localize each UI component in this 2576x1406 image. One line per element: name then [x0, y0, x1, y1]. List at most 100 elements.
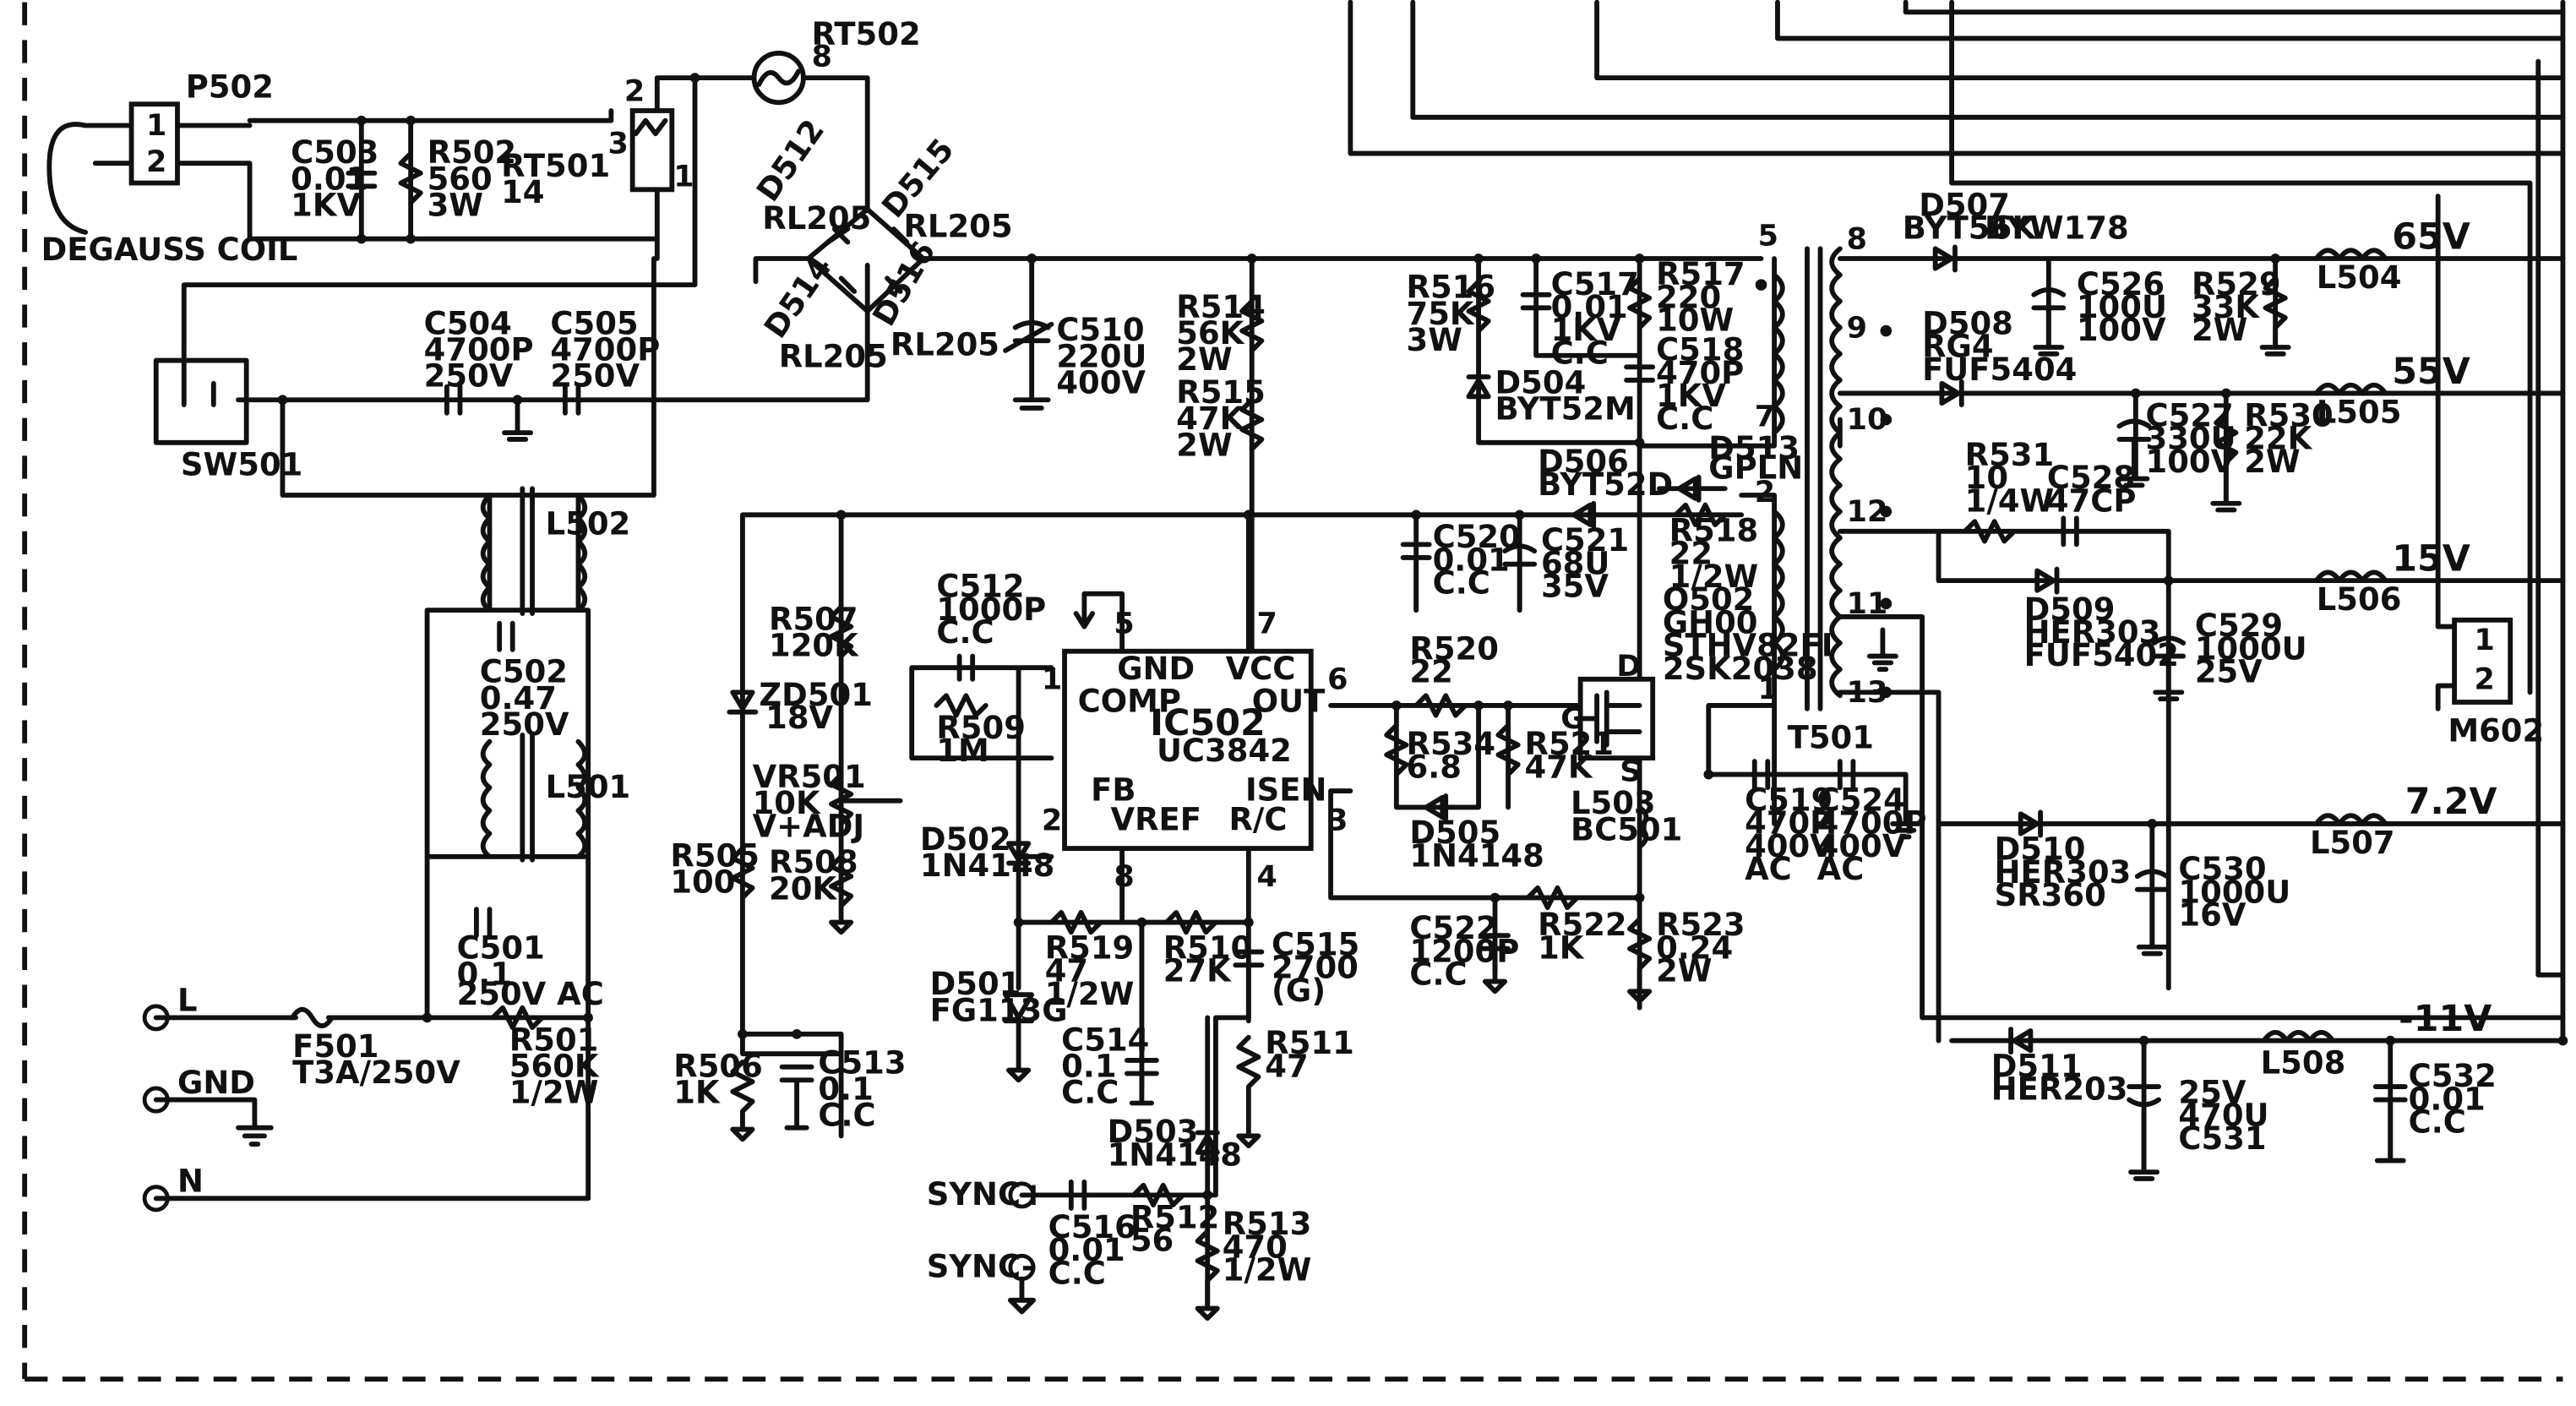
label-c522-value: 1200P [1409, 933, 1519, 969]
label-c524-value: 4700P [1817, 805, 1927, 842]
label-c512: C512 [936, 569, 1024, 605]
label-c519-voltage: 400V [1745, 828, 1834, 864]
label-c518-type: C.C [1656, 401, 1713, 437]
terminal-sync-plus[interactable] [1008, 1181, 1036, 1209]
label-ic-pin-isen: ISEN [1245, 772, 1327, 809]
label-r514: R514 [1176, 289, 1266, 325]
label-sync-minus: SYNC- [927, 1249, 1035, 1285]
label-r513-power: 1/2W [1223, 1251, 1312, 1288]
thermistor-wiring [181, 75, 870, 498]
label-terminal-gnd: GND [177, 1065, 255, 1101]
label-q502-part: STHV82FI [1663, 628, 1833, 664]
label-c515-type: (G) [1272, 973, 1326, 1009]
label-r518-power: 1/2W [1669, 559, 1759, 595]
capacitor-c515 [1233, 949, 1265, 1021]
resistor-r521 [1495, 722, 1521, 777]
label-r534-value: 6.8 [1407, 749, 1462, 785]
choke-l502 [480, 486, 588, 616]
label-t501-pin5: 5 [1758, 219, 1778, 253]
label-c530-value: 1000U [2178, 874, 2290, 910]
label-c515: C515 [1272, 926, 1359, 962]
diode-d508 [1939, 379, 1964, 407]
capacitor-c505 [562, 384, 581, 416]
resistor-r514 [1239, 298, 1265, 353]
capacitor-c521 [1502, 543, 1538, 613]
choke-l501 [480, 733, 588, 863]
label-c514-value: 0.1 [1061, 1048, 1116, 1084]
label-rt501-pin2: 2 [624, 74, 645, 108]
capacitor-c512 [956, 653, 976, 682]
capacitor-c516 [1068, 1179, 1087, 1211]
label-d514: D514 [757, 249, 839, 345]
label-c520: C520 [1433, 519, 1521, 555]
label-vr501: VR501 [753, 759, 866, 795]
label-output-15v: 15V [2392, 537, 2470, 580]
label-output-minus-11v: -11V [2399, 998, 2492, 1040]
potentiometer-vr501 [829, 771, 854, 935]
label-r519-power: 1/2W [1045, 976, 1135, 1012]
label-d507-part: BYT56K [1903, 210, 2037, 247]
resistor-r510 [1163, 910, 1218, 935]
label-d514-part: RL205 [779, 338, 888, 374]
label-q502-pin-s: S [1620, 755, 1641, 788]
capacitor-c513 [779, 1064, 814, 1131]
terminal-l[interactable] [142, 1004, 170, 1032]
label-r519: R519 [1045, 929, 1135, 966]
label-c512-value: 1000P [936, 591, 1046, 628]
diode-d507 [1932, 244, 1958, 273]
resistor-r531 [1962, 519, 2017, 544]
label-ic-pinno-1: 1 [1042, 662, 1062, 696]
label-c529: C529 [2195, 608, 2283, 644]
label-c504-voltage: 250V [424, 358, 514, 395]
component-symbols [128, 51, 2513, 1322]
label-d508: D508 [1922, 305, 2013, 341]
label-t501-pin10: 10 [1847, 403, 1888, 437]
label-c503-value: 0.01 [291, 161, 368, 197]
label-m602-pin2: 2 [2474, 662, 2494, 696]
label-r511-value: 47 [1265, 1048, 1308, 1084]
label-c518-voltage: 1KV [1656, 378, 1726, 414]
junction-dots [277, 73, 2568, 1201]
label-c514-type: C.C [1061, 1074, 1119, 1110]
label-ic-pinno-6: 6 [1327, 662, 1348, 696]
label-q502: Q502 [1663, 581, 1755, 618]
label-t501-pin9: 9 [1847, 311, 1867, 345]
resistor-r512 [1130, 1182, 1185, 1207]
label-r512: R512 [1130, 1199, 1220, 1235]
label-l503: L503 [1571, 785, 1656, 821]
label-c524-voltage: 400V [1817, 828, 1907, 864]
label-c502-value: 0.47 [480, 680, 557, 717]
label-r516-value: 75K [1407, 296, 1475, 332]
label-r521-value: 47K [1525, 749, 1593, 785]
label-f501: F501 [292, 1028, 379, 1065]
label-r520: R520 [1409, 630, 1499, 667]
label-c531: C531 [2178, 1120, 2266, 1157]
label-r502-value: 560 [428, 161, 493, 197]
label-q502-alt: 2SK2038 [1663, 651, 1818, 687]
label-r501: R501 [509, 1022, 599, 1058]
label-c524-type: AC [1817, 851, 1865, 887]
label-r501-value: 560K [509, 1048, 600, 1084]
label-sync-plus: SYNC+ [927, 1176, 1047, 1213]
label-rt501-pin3: 3 [607, 128, 628, 161]
label-r505: R505 [670, 837, 760, 874]
terminal-n[interactable] [142, 1185, 170, 1213]
label-output-65v: 65V [2392, 215, 2470, 258]
label-t501-pin1: 1 [1758, 673, 1778, 706]
label-c518: C518 [1656, 332, 1744, 368]
label-c501-voltage: 250V AC [457, 976, 604, 1012]
label-d509-alt: FUF5402 [2024, 637, 2179, 673]
startup-wiring [740, 256, 1745, 1139]
label-d505: D505 [1409, 815, 1500, 851]
fuse-f501 [290, 1006, 335, 1028]
label-r530: R530 [2244, 397, 2334, 433]
label-c504: C504 [424, 305, 512, 341]
label-d503: D503 [1108, 1114, 1199, 1150]
resistor-r519 [1048, 910, 1103, 935]
label-ic-pinno-3: 3 [1327, 804, 1348, 838]
label-l505: L505 [2317, 394, 2402, 430]
terminal-gnd[interactable] [142, 1086, 170, 1114]
label-r529-value: 33K [2192, 289, 2260, 325]
bead-l503 [1637, 804, 1649, 850]
